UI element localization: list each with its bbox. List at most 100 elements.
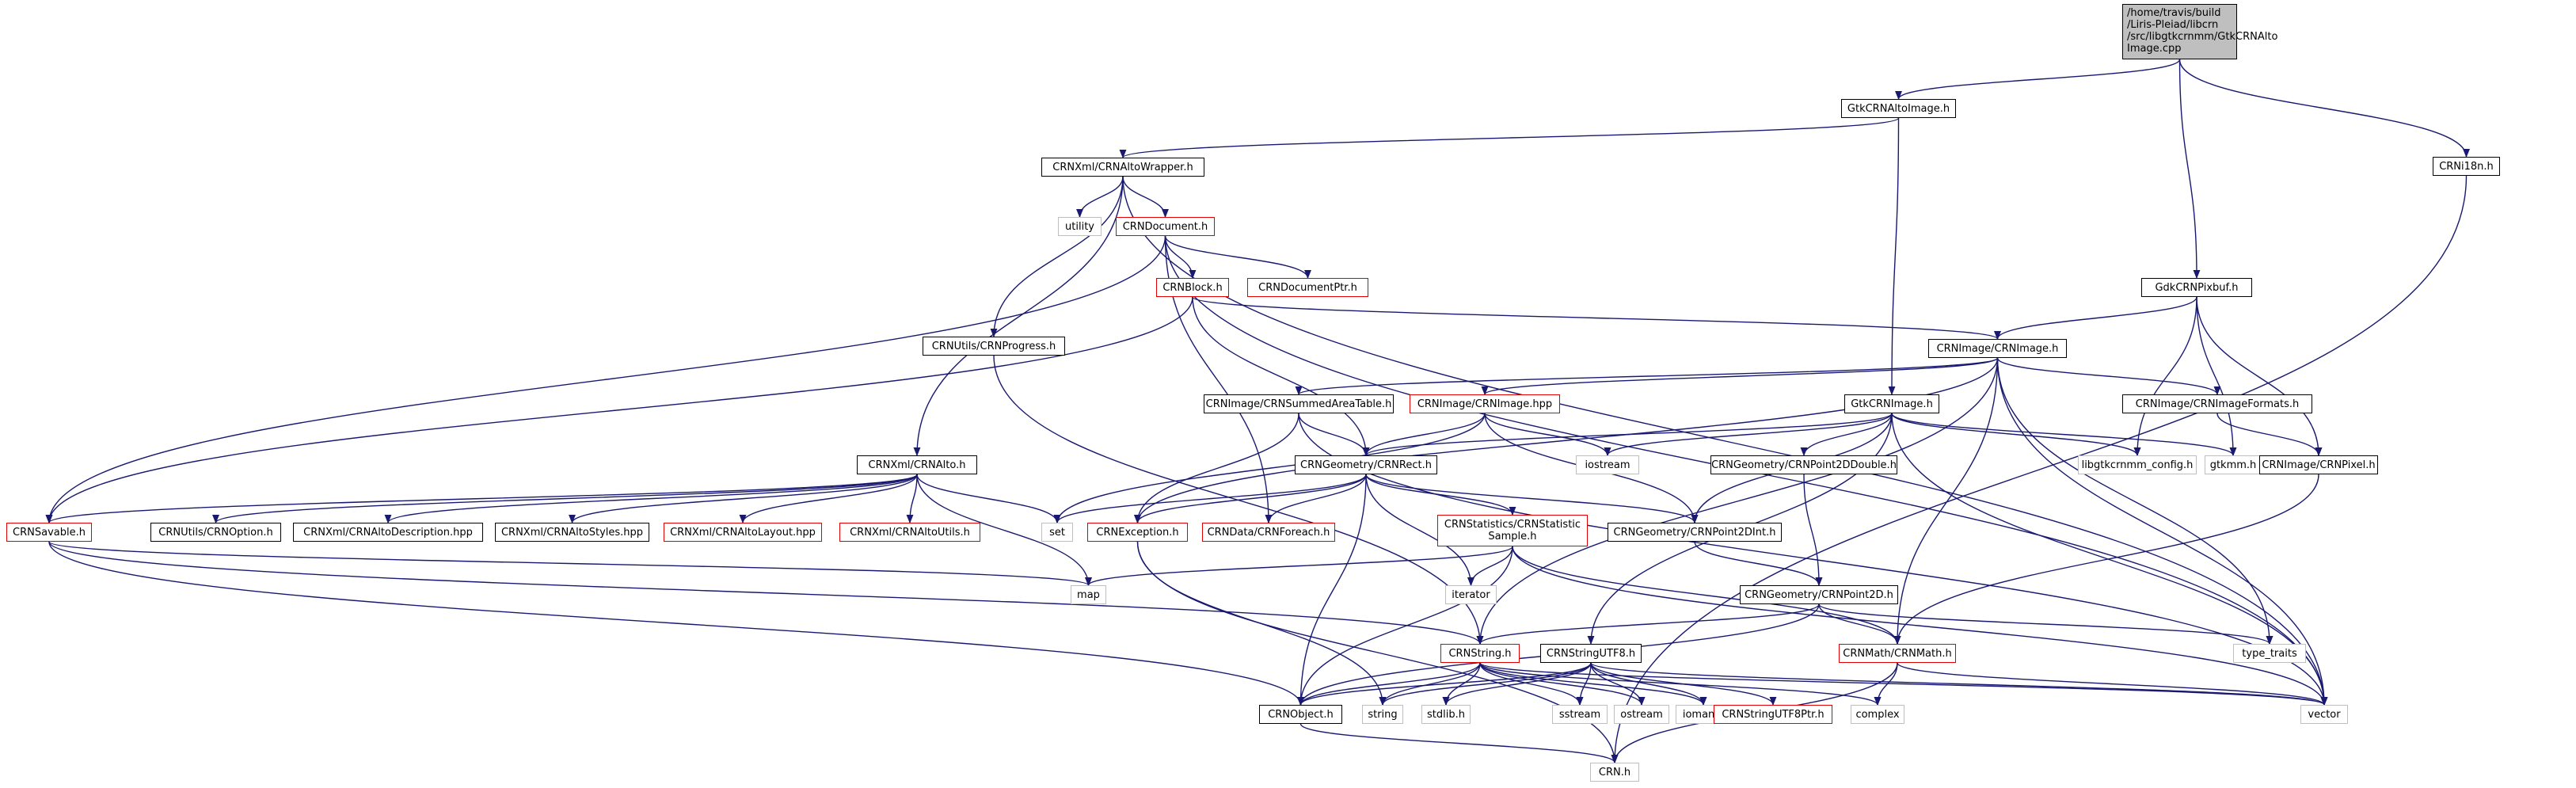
node-crnmath[interactable]: CRNMath/CRNMath.h — [1839, 644, 1956, 663]
node-iostream[interactable]: iostream — [1576, 455, 1639, 474]
node-libgtkconfig[interactable]: libgtkcrnmm_config.h — [2078, 455, 2197, 474]
edge-crnstring-to-iomanip — [1479, 662, 1707, 706]
node-documentptr[interactable]: CRNDocumentPtr.h — [1247, 278, 1368, 297]
node-point2d[interactable]: CRNGeometry/CRNPoint2D.h — [1740, 585, 1898, 604]
edge-document-to-savable — [45, 235, 1166, 524]
edge-crnstring-to-ostream — [1479, 662, 1646, 706]
node-crnobject[interactable]: CRNObject.h — [1259, 705, 1342, 724]
edge-root-to-gdkpixbuf — [2178, 59, 2201, 280]
edge-imagehpp-to-iostream — [1484, 413, 1611, 457]
node-set[interactable]: set — [1041, 523, 1073, 542]
node-gtkcrnimage[interactable]: GtkCRNImage.h — [1844, 394, 1939, 413]
node-rect[interactable]: CRNGeometry/CRNRect.h — [1295, 455, 1437, 474]
edge-crnimage-to-crnmath — [1893, 357, 1999, 645]
edge-rect-to-statsample — [1365, 474, 1516, 516]
edge-crnalto-to-altostyles — [569, 474, 918, 524]
edge-utf8-to-vector — [1590, 662, 2328, 706]
edge-utf8-to-iomanip — [1590, 662, 1707, 706]
edge-point2ddouble-to-point2d — [1803, 474, 1823, 587]
node-sstream[interactable]: sstream — [1552, 705, 1608, 724]
node-altolayout[interactable]: CRNXml/CRNAltoLayout.hpp — [664, 523, 822, 542]
node-utf8ptr[interactable]: CRNStringUTF8Ptr.h — [1714, 705, 1832, 724]
edge-crnimage-to-vector — [1996, 357, 2328, 706]
edge-block-to-savable — [45, 296, 1193, 524]
edge-document-to-documentptr — [1164, 235, 1311, 280]
edge-crnimage-to-crnstring — [1476, 357, 1999, 645]
node-document[interactable]: CRNDocument.h — [1116, 217, 1215, 236]
node-crnh[interactable]: CRN.h — [1590, 763, 1639, 782]
edge-gtkcrnimage-to-rect — [1362, 413, 1893, 457]
edge-crnstring-to-sstream — [1479, 662, 1584, 706]
edge-block-to-rect — [1192, 296, 1370, 457]
node-block[interactable]: CRNBlock.h — [1156, 278, 1229, 297]
edge-crnimage-to-typetraits — [1996, 357, 2274, 645]
edge-point2d-to-crnstring — [1476, 603, 1820, 645]
edge-root-to-gtkaltoimage — [1895, 59, 2181, 101]
node-utility[interactable]: utility — [1058, 217, 1102, 236]
node-altodesc[interactable]: CRNXml/CRNAltoDescription.hpp — [293, 523, 483, 542]
edge-gtkcrnimage-to-point2ddouble — [1800, 413, 1893, 457]
edge-crnalto-to-savable — [45, 474, 918, 524]
node-gdkpixbuf[interactable]: GdkCRNPixbuf.h — [2141, 278, 2252, 297]
edge-altowrapper-to-crnalto — [913, 176, 1124, 457]
edge-crni18n-to-crnh — [1611, 175, 2468, 764]
node-stdlib[interactable]: stdlib.h — [1421, 705, 1471, 724]
node-gtkaltoimage[interactable]: GtkCRNAltoImage.h — [1841, 99, 1956, 118]
node-statsample[interactable]: CRNStatistics/CRNStatistic Sample.h — [1437, 515, 1588, 546]
node-summed[interactable]: CRNImage/CRNSummedAreaTable.h — [1204, 394, 1394, 413]
node-complex[interactable]: complex — [1851, 705, 1904, 724]
edge-statsample-to-vector — [1512, 546, 2328, 706]
edge-crnimage-to-imagehpp — [1481, 357, 1999, 396]
node-point2dint[interactable]: CRNGeometry/CRNPoint2DInt.h — [1608, 523, 1782, 542]
edge-altowrapper-to-utility — [1076, 176, 1124, 219]
edge-point2d-to-typetraits — [1818, 603, 2274, 645]
edge-imagehpp-to-set — [1053, 413, 1486, 524]
edge-statsample-to-map — [1085, 546, 1513, 587]
edge-crnalto-to-altoutils — [906, 474, 918, 524]
edge-gdkpixbuf-to-gtkmm — [2196, 296, 2237, 457]
node-crni18n[interactable]: CRNi18n.h — [2433, 157, 2500, 176]
node-foreach[interactable]: CRNData/CRNForeach.h — [1202, 523, 1335, 542]
edge-statsample-to-iterator — [1467, 546, 1513, 587]
node-gtkmm[interactable]: gtkmm.h — [2205, 455, 2262, 474]
edge-gtkaltoimage-to-altowrapper — [1119, 117, 1900, 159]
node-string[interactable]: string — [1362, 705, 1403, 724]
edge-utf8-to-crnobject — [1297, 662, 1592, 706]
edge-crnalto-to-map — [916, 474, 1092, 587]
edge-utf8-to-stdlib — [1442, 662, 1592, 706]
node-utf8[interactable]: CRNStringUTF8.h — [1540, 644, 1642, 663]
edge-rect-to-point2dint — [1365, 474, 1699, 524]
edge-crnstring-to-crnobject — [1297, 662, 1481, 706]
node-typetraits[interactable]: type_traits — [2233, 644, 2306, 663]
edge-savable-to-crnobject — [48, 541, 1304, 706]
node-altoutils[interactable]: CRNXml/CRNAltoUtils.h — [839, 523, 980, 542]
node-vector[interactable]: vector — [2300, 705, 2348, 724]
node-iterator[interactable]: iterator — [1445, 585, 1497, 604]
edge-utf8-to-ostream — [1590, 662, 1646, 706]
node-crnimage[interactable]: CRNImage/CRNImage.h — [1928, 339, 2067, 358]
edge-altowrapper-to-document — [1122, 176, 1169, 219]
node-savable[interactable]: CRNSavable.h — [6, 523, 92, 542]
node-altostyles[interactable]: CRNXml/CRNAltoStyles.hpp — [495, 523, 649, 542]
edge-rect-to-exception — [1134, 474, 1367, 524]
edge-gtkcrnimage-to-gtkmm — [1891, 413, 2237, 457]
node-pixel[interactable]: CRNImage/CRNPixel.h — [2259, 455, 2378, 474]
edge-block-to-crnimage — [1192, 296, 2001, 341]
node-altowrapper[interactable]: CRNXml/CRNAltoWrapper.h — [1041, 158, 1204, 177]
edge-crnimage-to-exception — [1134, 357, 1999, 524]
node-imagehpp[interactable]: CRNImage/CRNImage.hpp — [1410, 394, 1560, 413]
node-ostream[interactable]: ostream — [1614, 705, 1669, 724]
edge-point2dint-to-point2d — [1694, 541, 1823, 587]
node-point2ddouble[interactable]: CRNGeometry/CRNPoint2DDouble.h — [1710, 455, 1897, 474]
node-map[interactable]: map — [1071, 585, 1106, 604]
edge-point2d-to-crnmath — [1818, 603, 1901, 645]
node-progress[interactable]: CRNUtils/CRNProgress.h — [923, 337, 1065, 356]
node-imageformats[interactable]: CRNImage/CRNImageFormats.h — [2122, 394, 2312, 413]
edge-rect-to-iterator — [1365, 474, 1474, 587]
node-option[interactable]: CRNUtils/CRNOption.h — [150, 523, 281, 542]
edge-crnmath-to-vector — [1897, 662, 2328, 706]
node-exception[interactable]: CRNException.h — [1087, 523, 1188, 542]
node-crnalto[interactable]: CRNXml/CRNAlto.h — [857, 455, 977, 474]
edge-gdkpixbuf-to-pixel — [2196, 296, 2323, 457]
node-crnstring[interactable]: CRNString.h — [1440, 644, 1520, 663]
